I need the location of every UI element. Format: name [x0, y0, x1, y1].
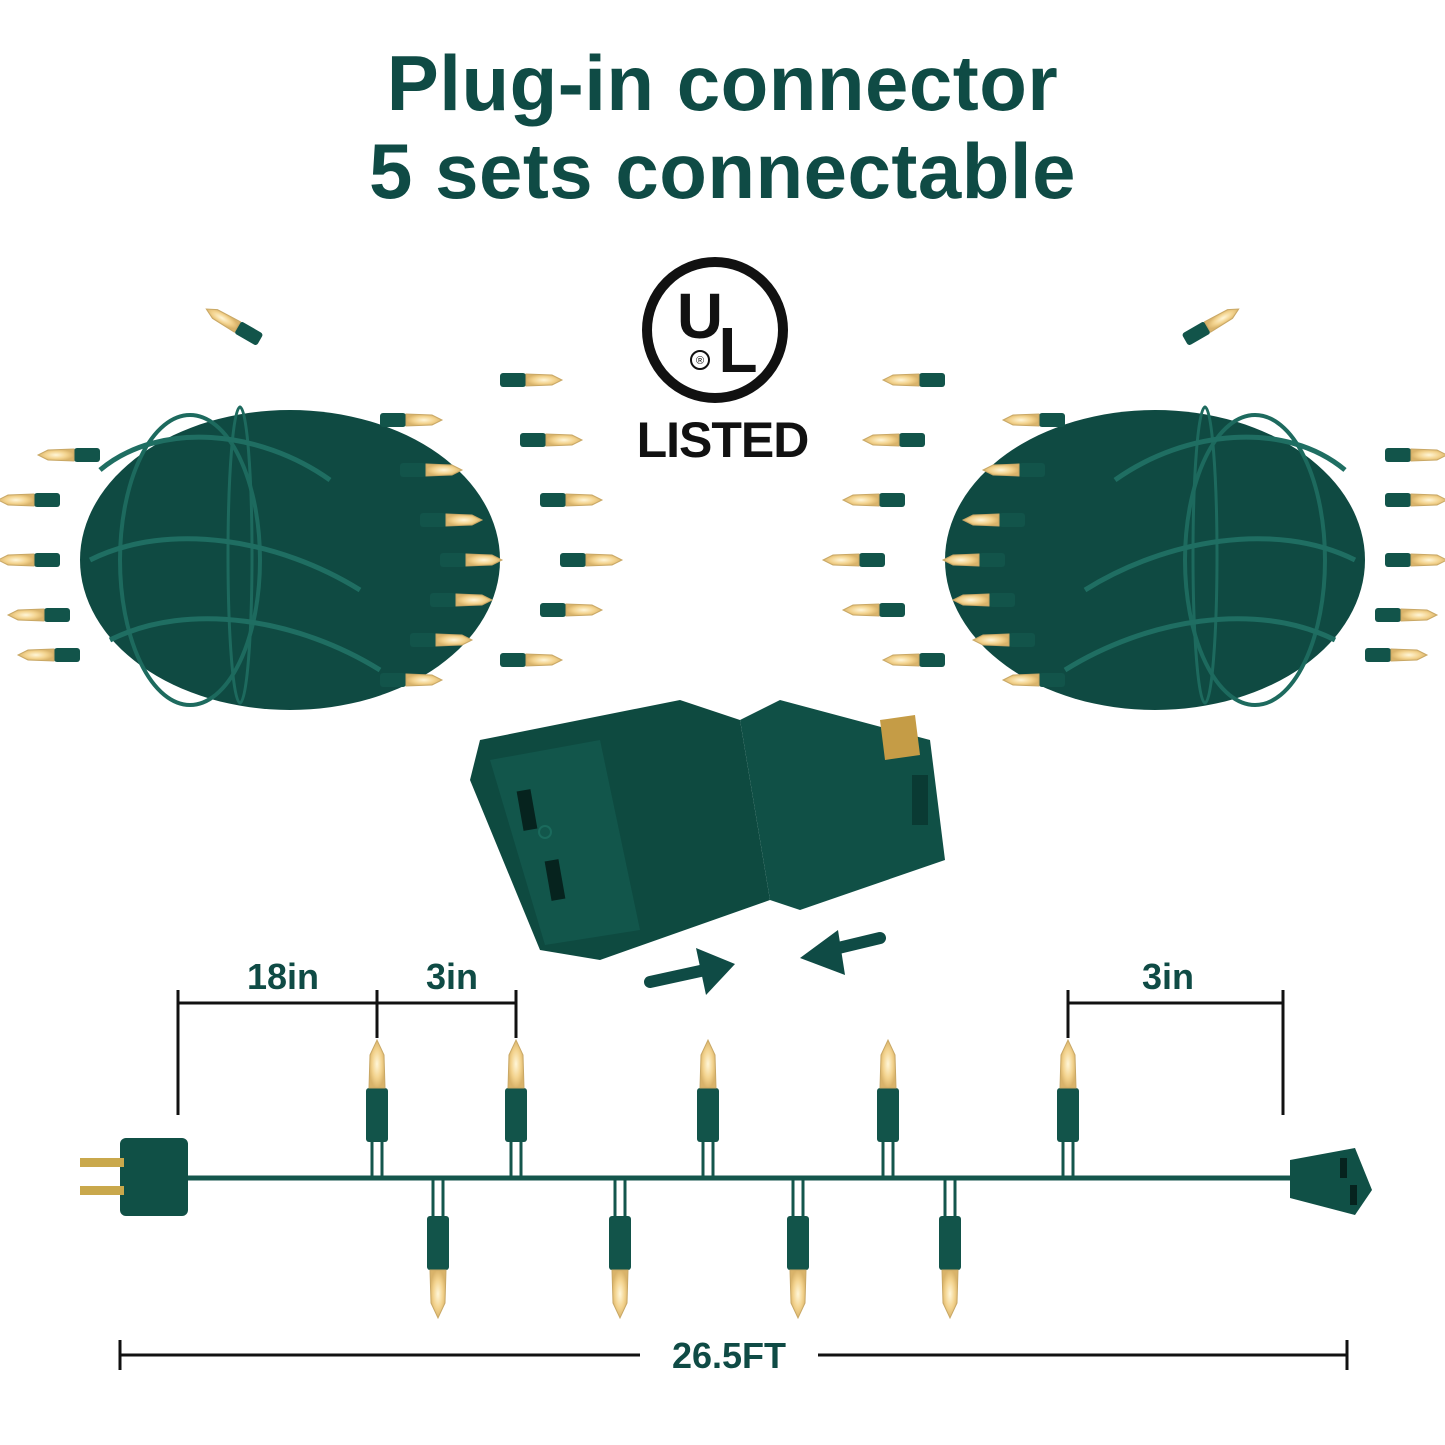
- headline-line-1: Plug-in connector: [386, 39, 1059, 127]
- arrow-left-icon: [800, 930, 886, 975]
- bulb: [939, 1178, 961, 1320]
- ul-logo-u: U: [677, 280, 723, 352]
- right-light-coil: [822, 302, 1445, 710]
- bulbs-top: [366, 1038, 1079, 1178]
- bulb: [366, 1038, 388, 1178]
- bulb: [505, 1038, 527, 1178]
- end-female-socket: [1290, 1148, 1372, 1215]
- headline-line-2: 5 sets connectable: [369, 127, 1076, 215]
- bulb: [609, 1178, 631, 1320]
- connector-closeup: [470, 700, 945, 960]
- dimension-label-spacing: 3in: [425, 956, 478, 997]
- female-socket: [470, 700, 770, 960]
- ul-logo-l: L: [718, 314, 757, 386]
- dimension-label-lead: 18in: [246, 956, 320, 997]
- dimension-lines: [118, 990, 1349, 1370]
- registered-mark: ®: [696, 355, 704, 367]
- end-male-plug: [80, 1138, 188, 1216]
- dimension-label-total: 26.5FT: [671, 1335, 787, 1376]
- bulb: [697, 1038, 719, 1178]
- left-light-coil: [0, 302, 623, 710]
- dimension-label-end: 3in: [1141, 956, 1194, 997]
- bulb: [787, 1178, 809, 1320]
- arrow-right-icon: [644, 948, 735, 995]
- bulb: [1057, 1038, 1079, 1178]
- bulb: [427, 1178, 449, 1320]
- bulbs-bottom: [427, 1178, 961, 1320]
- ul-logo: U L ®: [642, 257, 788, 403]
- connect-arrows: [644, 930, 886, 995]
- ul-listed-label: LISTED: [636, 412, 810, 468]
- bulb: [877, 1038, 899, 1178]
- male-plug: [740, 700, 945, 910]
